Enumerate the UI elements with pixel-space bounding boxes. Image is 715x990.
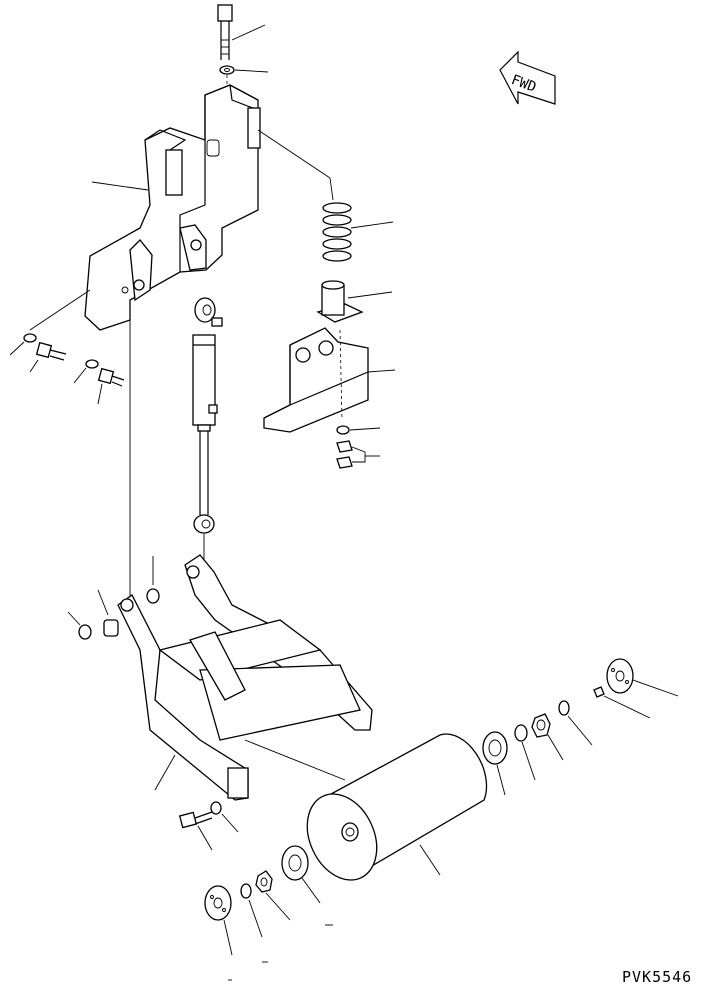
drawing-code: PVK5546	[622, 968, 692, 985]
bearing-right	[482, 658, 679, 796]
bolt-top	[217, 4, 266, 60]
forward-label: FWD	[509, 72, 538, 96]
washer-mid	[336, 425, 381, 435]
nut-mid	[336, 440, 380, 469]
cylinder	[192, 297, 223, 534]
bolt-washer-left-lower	[73, 359, 125, 405]
bushing-left	[67, 556, 160, 640]
pedal-bracket	[84, 84, 331, 331]
bolt-washer-left-upper	[9, 289, 91, 373]
roller	[306, 733, 488, 881]
washer-top	[219, 65, 269, 96]
cover-plate-left	[204, 885, 268, 981]
pedal-arm	[117, 554, 373, 801]
stopper-bracket	[263, 327, 396, 433]
bolt-arm	[178, 801, 239, 851]
forward-direction-arrow: FWD	[499, 50, 556, 105]
spring	[322, 177, 394, 262]
bearing-left	[240, 845, 333, 938]
spring-seat	[316, 280, 393, 323]
